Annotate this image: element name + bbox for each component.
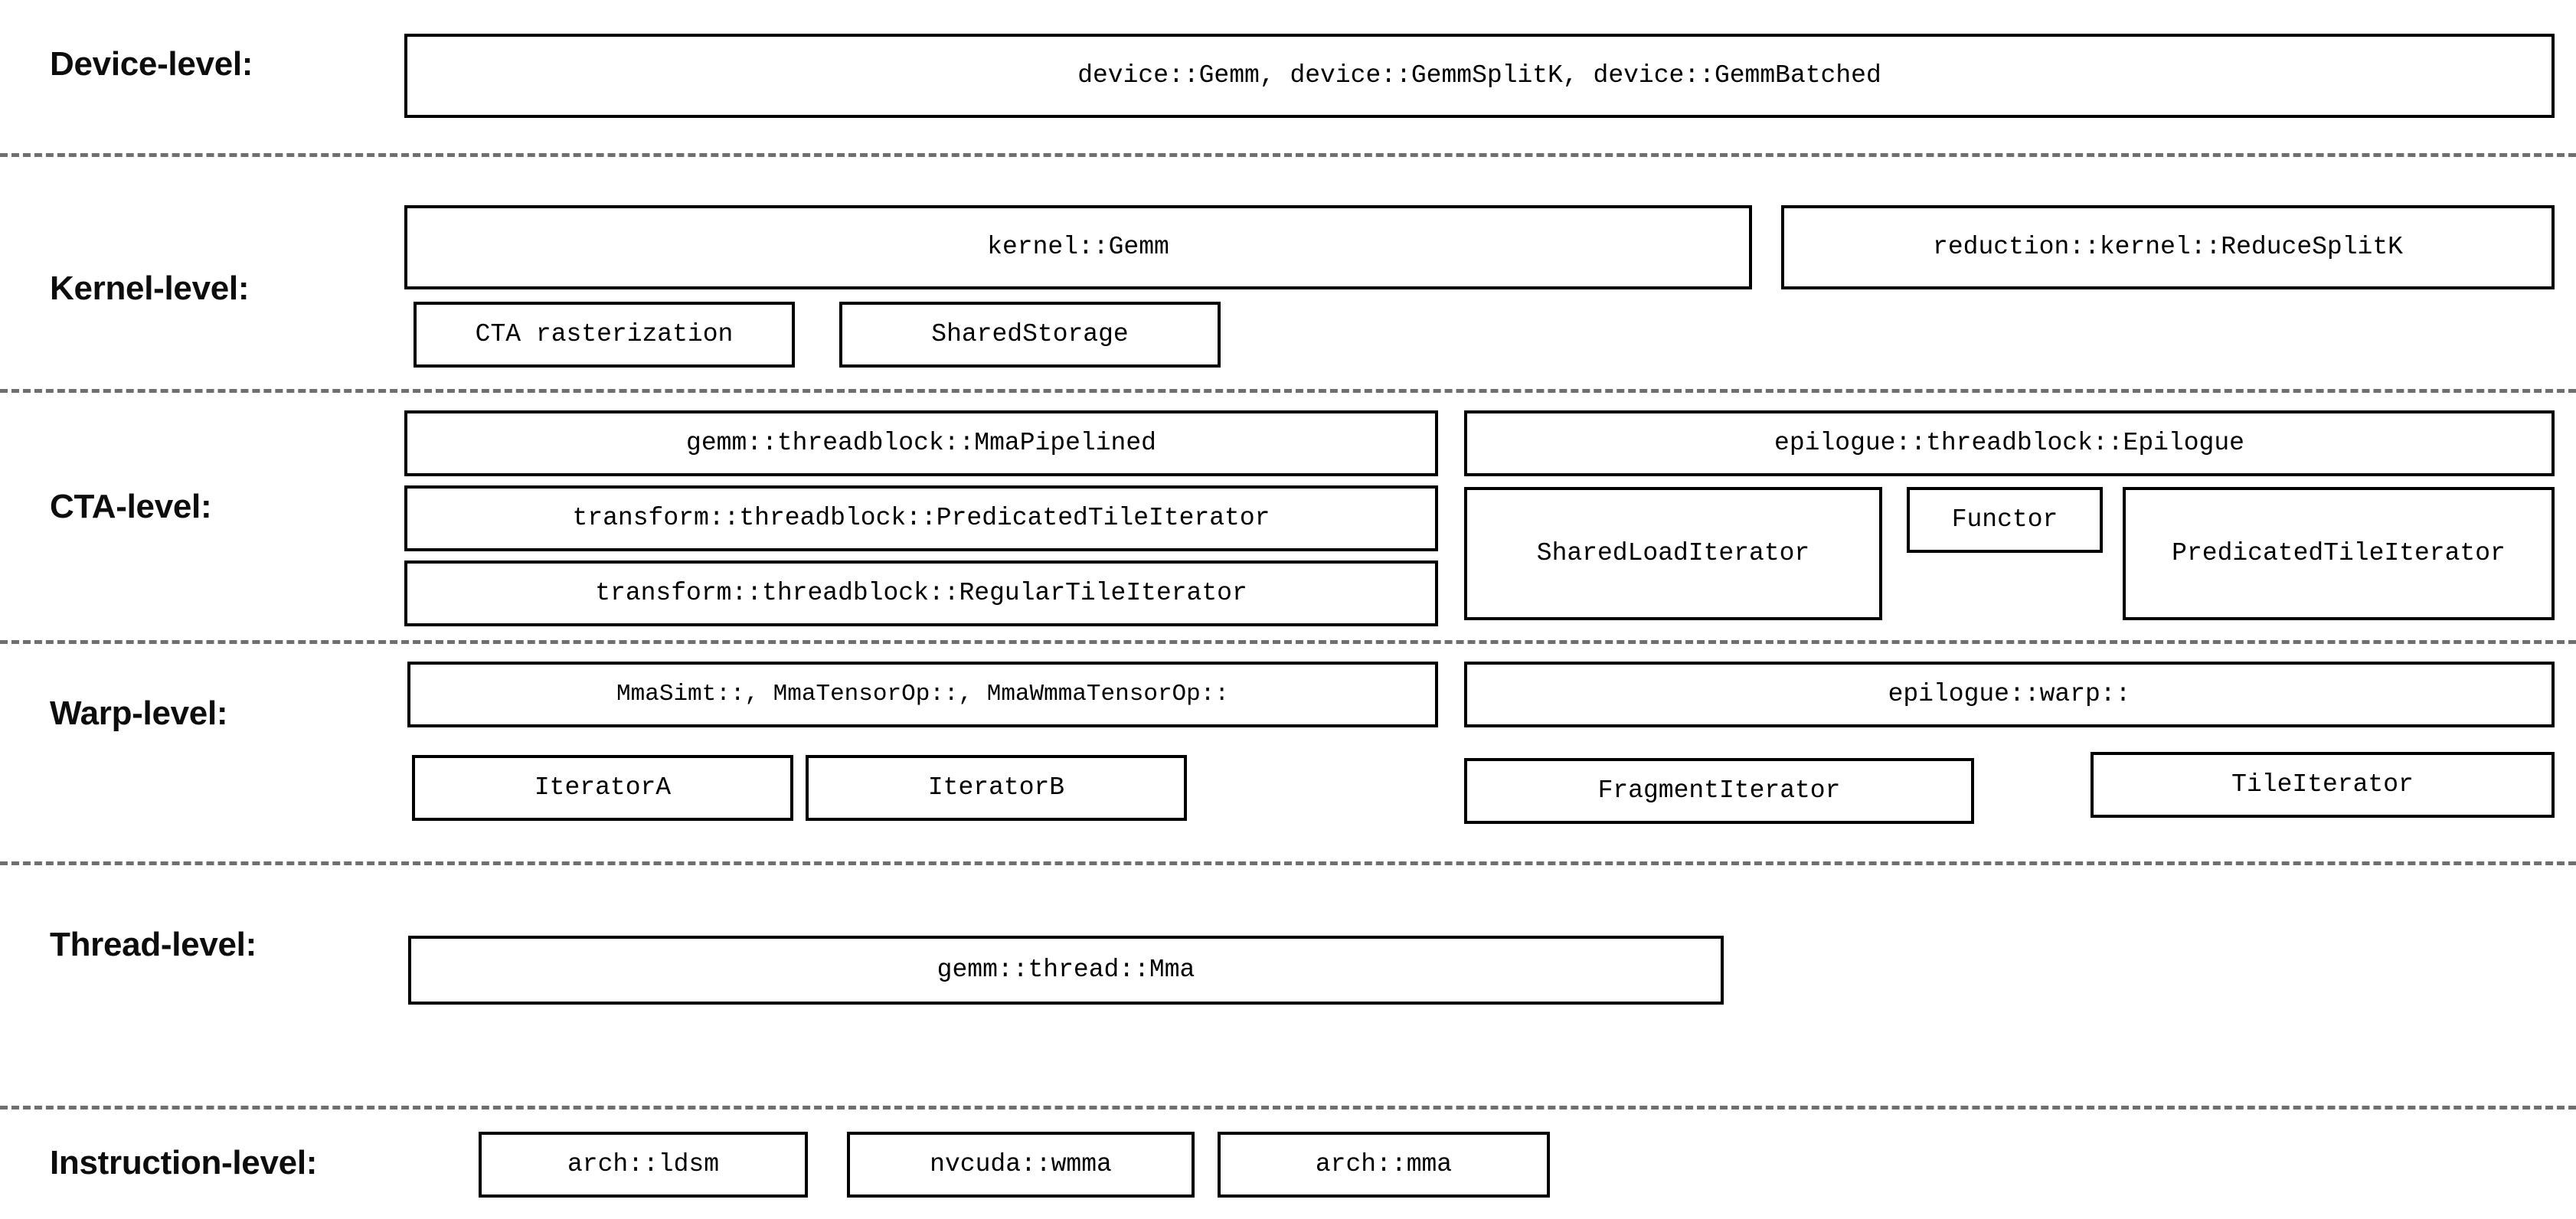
- separator-warp-thread: [0, 861, 2576, 865]
- fragment-iterator-box[interactable]: FragmentIterator: [1464, 758, 1974, 824]
- iterator-a-label: IteratorA: [534, 773, 672, 802]
- epilogue-predicated-tile-iterator-box[interactable]: PredicatedTileIterator: [2123, 487, 2555, 620]
- arch-ldsm-label: arch::ldsm: [567, 1149, 720, 1178]
- separator-device-kernel: [0, 153, 2576, 157]
- level-label-kernel: Kernel-level:: [50, 270, 250, 307]
- functor-box[interactable]: Functor: [1907, 487, 2103, 553]
- level-label-warp: Warp-level:: [50, 694, 228, 732]
- reduce-splitk-box[interactable]: reduction::kernel::ReduceSplitK: [1781, 205, 2555, 289]
- kernel-gemm-box[interactable]: kernel::Gemm: [404, 205, 1752, 289]
- predicated-tile-iterator-label: transform::threadblock::PredicatedTileIt…: [572, 503, 1270, 532]
- mma-pipelined-label: gemm::threadblock::MmaPipelined: [686, 428, 1156, 457]
- epilogue-warp-label: epilogue::warp::: [1888, 679, 2131, 708]
- regular-tile-iterator-label: transform::threadblock::RegularTileItera…: [595, 578, 1247, 607]
- nvcuda-wmma-box[interactable]: nvcuda::wmma: [847, 1132, 1195, 1198]
- level-label-instruction: Instruction-level:: [50, 1144, 318, 1181]
- arch-mma-box[interactable]: arch::mma: [1218, 1132, 1550, 1198]
- cta-rasterization-box[interactable]: CTA rasterization: [414, 302, 795, 368]
- epilogue-warp-box[interactable]: epilogue::warp::: [1464, 662, 2555, 727]
- iterator-a-box[interactable]: IteratorA: [412, 755, 793, 821]
- gemm-thread-mma-label: gemm::thread::Mma: [937, 955, 1195, 984]
- fragment-iterator-label: FragmentIterator: [1597, 776, 1841, 805]
- cta-rasterization-label: CTA rasterization: [475, 319, 734, 348]
- regular-tile-iterator-box[interactable]: transform::threadblock::RegularTileItera…: [404, 560, 1438, 626]
- shared-storage-box[interactable]: SharedStorage: [839, 302, 1221, 368]
- shared-load-iterator-box[interactable]: SharedLoadIterator: [1464, 487, 1882, 620]
- separator-thread-instruction: [0, 1106, 2576, 1110]
- shared-storage-label: SharedStorage: [931, 319, 1129, 348]
- arch-ldsm-box[interactable]: arch::ldsm: [479, 1132, 808, 1198]
- kernel-gemm-label: kernel::Gemm: [987, 232, 1169, 261]
- nvcuda-wmma-label: nvcuda::wmma: [930, 1149, 1112, 1178]
- separator-kernel-cta: [0, 389, 2576, 393]
- shared-load-iterator-label: SharedLoadIterator: [1536, 538, 1810, 567]
- predicated-tile-iterator-box[interactable]: transform::threadblock::PredicatedTileIt…: [404, 485, 1438, 551]
- level-label-cta: CTA-level:: [50, 488, 212, 525]
- tile-iterator-label: TileIterator: [2231, 770, 2414, 799]
- arch-mma-label: arch::mma: [1315, 1149, 1453, 1178]
- epilogue-threadblock-box[interactable]: epilogue::threadblock::Epilogue: [1464, 410, 2555, 476]
- iterator-b-box[interactable]: IteratorB: [806, 755, 1187, 821]
- level-label-thread: Thread-level:: [50, 926, 257, 963]
- tile-iterator-box[interactable]: TileIterator: [2091, 752, 2555, 818]
- device-gemm-label: device::Gemm, device::GemmSplitK, device…: [1077, 60, 1881, 90]
- iterator-b-label: IteratorB: [927, 773, 1065, 802]
- mma-warp-ops-box[interactable]: MmaSimt::, MmaTensorOp::, MmaWmmaTensorO…: [407, 662, 1438, 727]
- mma-warp-ops-label: MmaSimt::, MmaTensorOp::, MmaWmmaTensorO…: [616, 680, 1229, 708]
- device-gemm-box[interactable]: device::Gemm, device::GemmSplitK, device…: [404, 34, 2555, 118]
- epilogue-predicated-tile-iterator-label: PredicatedTileIterator: [2172, 538, 2506, 567]
- functor-label: Functor: [1951, 505, 2058, 534]
- level-label-device: Device-level:: [50, 45, 253, 83]
- mma-pipelined-box[interactable]: gemm::threadblock::MmaPipelined: [404, 410, 1438, 476]
- gemm-thread-mma-box[interactable]: gemm::thread::Mma: [408, 936, 1724, 1005]
- separator-cta-warp: [0, 640, 2576, 644]
- reduce-splitk-label: reduction::kernel::ReduceSplitK: [1933, 232, 2403, 261]
- epilogue-threadblock-label: epilogue::threadblock::Epilogue: [1774, 428, 2244, 457]
